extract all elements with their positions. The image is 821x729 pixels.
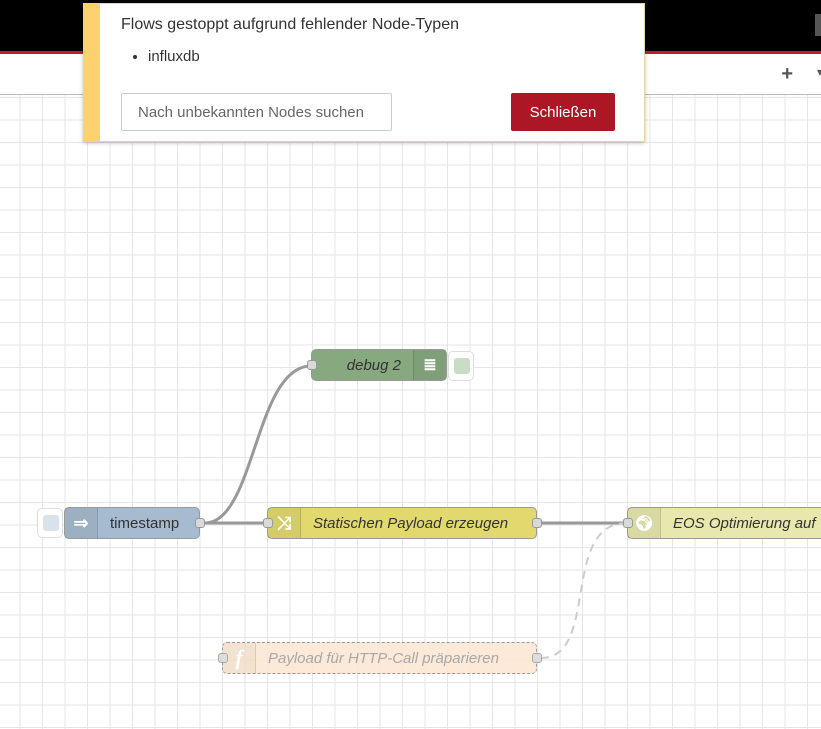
node-label: Payload für HTTP-Call präparieren — [268, 649, 499, 667]
globe-icon: 🌍︎ — [628, 508, 661, 538]
close-button[interactable]: Schließen — [511, 93, 615, 131]
flow-canvas[interactable] — [0, 95, 821, 729]
chevron-down-icon[interactable]: ▾ — [816, 65, 821, 79]
node-change[interactable]: ⤨ Statischen Payload erzeugen — [263, 507, 542, 539]
input-port[interactable] — [263, 518, 273, 528]
wire-timestamp-debug — [204, 364, 312, 525]
node-function-disabled[interactable]: f Payload für HTTP-Call präparieren — [218, 642, 542, 674]
notification-title: Flows gestoppt aufgrund fehlender Node-T… — [121, 16, 459, 33]
output-port[interactable] — [532, 653, 542, 663]
node-inject[interactable]: ⇒ timestamp — [64, 507, 205, 539]
input-port[interactable] — [307, 360, 317, 370]
node-label: Statischen Payload erzeugen — [313, 514, 509, 532]
node-label: debug 2 — [346, 356, 401, 374]
node-label: EOS Optimierung auf — [673, 514, 816, 532]
header-menu-button[interactable] — [815, 14, 821, 36]
input-port[interactable] — [218, 653, 228, 663]
inject-trigger-button[interactable] — [37, 508, 63, 538]
add-flow-icon[interactable]: + — [781, 63, 793, 85]
output-port[interactable] — [532, 518, 542, 528]
missing-node-types-notification: Flows gestoppt aufgrund fehlender Node-T… — [83, 3, 645, 142]
input-port[interactable] — [623, 518, 633, 528]
wire-function-http — [540, 522, 628, 659]
arrow-right-icon: ⇒ — [65, 508, 98, 538]
debug-list-icon: ≣ — [413, 350, 446, 380]
search-unknown-nodes-input[interactable] — [121, 93, 392, 131]
node-http-request[interactable]: 🌍︎ EOS Optimierung auf — [623, 507, 821, 539]
node-label: timestamp — [110, 514, 180, 532]
output-port[interactable] — [195, 518, 205, 528]
missing-type-item: influxdb — [148, 48, 200, 65]
shuffle-icon: ⤨ — [268, 508, 301, 538]
function-icon: f — [223, 643, 256, 673]
debug-toggle-button[interactable] — [448, 351, 474, 381]
node-debug[interactable]: debug 2 ≣ — [307, 349, 447, 381]
missing-types-list: influxdb — [120, 48, 200, 65]
